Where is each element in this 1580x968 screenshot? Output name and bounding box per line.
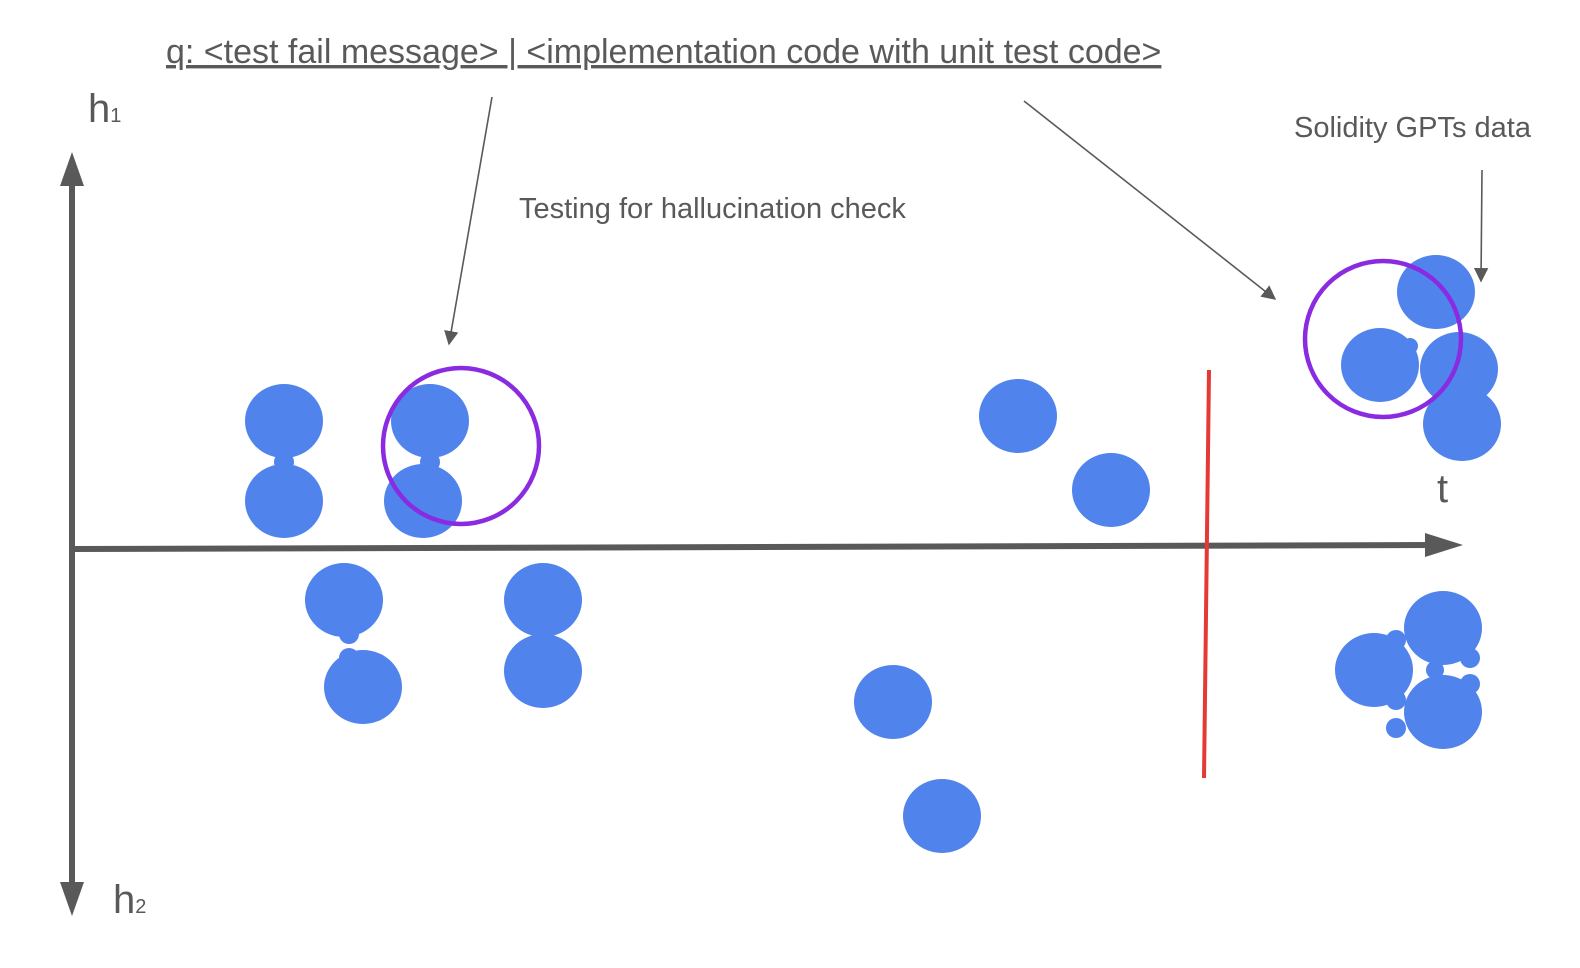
data-point-7 [504, 563, 582, 637]
data-point-20 [274, 452, 294, 472]
data-point-23 [339, 648, 359, 668]
data-point-21 [420, 452, 440, 472]
vertical-axis-arrow-down [60, 882, 84, 916]
data-point-9 [979, 379, 1057, 453]
data-point-10 [1072, 453, 1150, 527]
data-point-3 [391, 384, 469, 458]
annotation-solidity-data: Solidity GPTs data [1294, 112, 1532, 144]
highlight-circle-left [380, 365, 542, 527]
data-point-18 [1335, 633, 1413, 707]
data-point-14 [1341, 328, 1419, 402]
data-point-19 [1404, 675, 1482, 749]
data-point-26 [1460, 648, 1480, 668]
data-point-5 [305, 563, 383, 637]
horizontal-axis [71, 542, 1433, 552]
query-title: q: <test fail message> | <implementation… [166, 33, 1161, 71]
data-point-11 [854, 665, 932, 739]
data-point-25 [1386, 630, 1406, 650]
axis-label-h1: h1 [88, 87, 121, 131]
vertical-axis-arrow-up [60, 152, 84, 186]
data-point-1 [245, 384, 323, 458]
data-point-24 [1402, 338, 1418, 354]
horizontal-axis-arrow [1425, 533, 1463, 557]
data-point-28 [1386, 690, 1406, 710]
arrow-to-solidity-data [1473, 169, 1489, 283]
data-point-27 [1460, 674, 1480, 694]
highlight-circle-right [1302, 258, 1464, 420]
pointer-arrows [444, 96, 1489, 346]
data-point-8 [504, 634, 582, 708]
data-point-16 [1423, 387, 1501, 461]
data-points [245, 255, 1501, 853]
data-point-4 [384, 464, 462, 538]
data-point-22 [339, 624, 359, 644]
axis-label-t: t [1437, 467, 1448, 511]
data-point-15 [1420, 332, 1498, 406]
annotation-hallucination-check: Testing for hallucination check [519, 193, 906, 225]
arrow-to-left-cluster [444, 96, 493, 346]
red-separator-line [1202, 369, 1211, 779]
data-point-30 [1426, 661, 1444, 679]
arrow-to-right-cluster [1023, 100, 1277, 300]
data-point-6 [324, 650, 402, 724]
axis-label-h2: h2 [113, 878, 146, 922]
data-point-2 [245, 464, 323, 538]
data-point-17 [1404, 591, 1482, 665]
data-point-29 [1386, 718, 1406, 738]
data-point-12 [903, 779, 981, 853]
